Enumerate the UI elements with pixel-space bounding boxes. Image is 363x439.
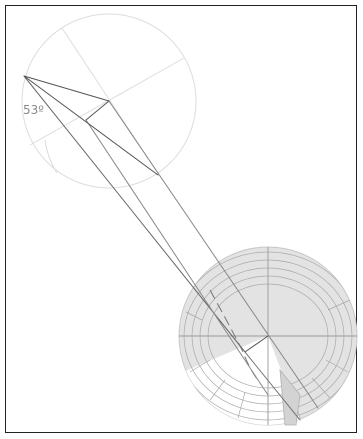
- projection-ray-mid: [85, 119, 269, 396]
- upper-sphere-outline: [21, 13, 197, 189]
- diagram-frame: [5, 5, 357, 433]
- projection-ray-right: [108, 100, 319, 409]
- projection-ray-inner: [85, 100, 110, 121]
- projection-ray-left: [23, 75, 246, 353]
- projection-ray-bottom: [244, 351, 301, 421]
- projection-ray-lower: [244, 335, 269, 353]
- projection-ray-top: [23, 75, 110, 102]
- projection-ray-upper: [23, 75, 159, 176]
- projection-lines: [23, 75, 319, 421]
- upper-sphere-axis-b: [29, 57, 185, 146]
- angle-label: 53º: [23, 103, 44, 117]
- lower-sphere-shadow-patch: [279, 368, 301, 426]
- lower-sphere: [178, 246, 358, 426]
- upper-sphere-angle-arc: [44, 139, 58, 174]
- upper-sphere: [21, 13, 197, 189]
